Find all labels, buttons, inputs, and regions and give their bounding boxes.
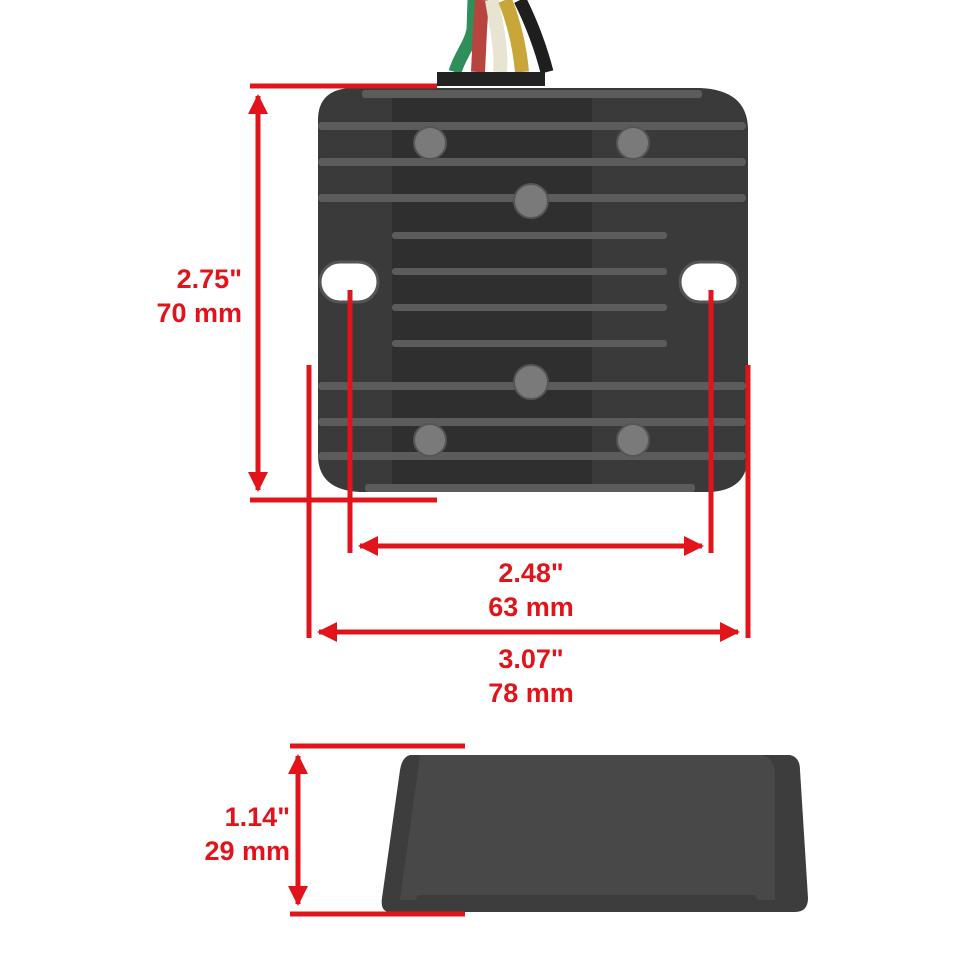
width-mm: 78 mm: [488, 678, 574, 708]
height-dimension-label: 2.75" 70 mm: [156, 262, 242, 330]
height-mm: 70 mm: [156, 298, 242, 328]
regulator-front-view: [318, 72, 748, 492]
thickness-dimension-label: 1.14" 29 mm: [204, 800, 290, 868]
thickness-inches: 1.14": [224, 802, 290, 832]
width-dimension-label: 3.07" 78 mm: [488, 642, 574, 710]
wire-bundle: [448, 0, 554, 75]
regulator-side-view: [381, 755, 808, 912]
thickness-mm: 29 mm: [204, 836, 290, 866]
height-inches: 2.75": [176, 264, 242, 294]
dimension-lines: [248, 83, 751, 917]
hole-spacing-inches: 2.48": [498, 558, 564, 588]
width-inches: 3.07": [498, 644, 564, 674]
rivets: [413, 126, 650, 457]
hole-spacing-mm: 63 mm: [488, 592, 574, 622]
hole-spacing-dimension-label: 2.48" 63 mm: [488, 556, 574, 624]
